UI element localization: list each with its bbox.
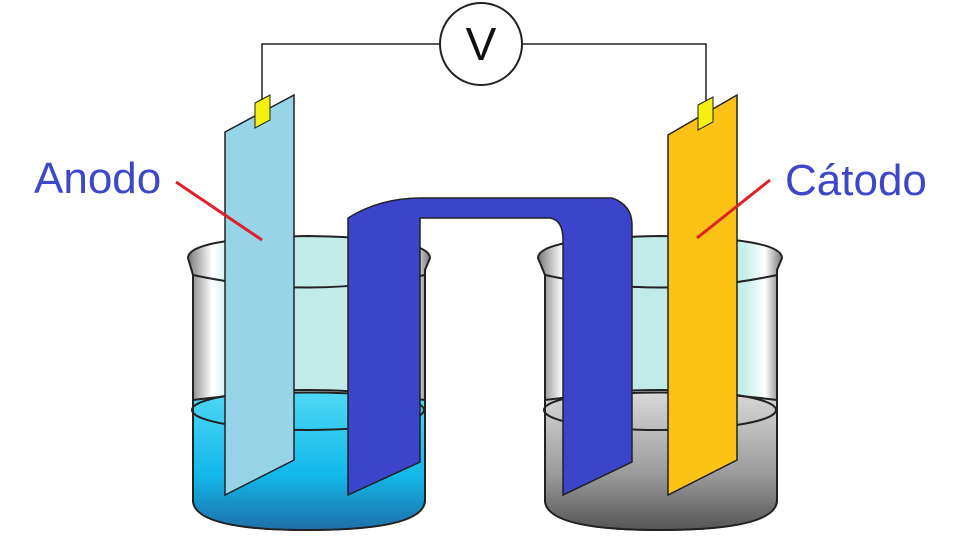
cathode-clip bbox=[697, 96, 714, 131]
voltmeter-symbol: V bbox=[466, 18, 497, 70]
salt-bridge bbox=[347, 197, 633, 497]
external-circuit-wire bbox=[261, 43, 707, 104]
cathode-label: Cátodo bbox=[785, 156, 927, 205]
anode-electrode bbox=[224, 93, 295, 497]
voltmeter bbox=[439, 2, 523, 86]
cathode-pointer-line bbox=[696, 178, 771, 240]
anode-pointer-line bbox=[175, 180, 263, 242]
cathode-electrode bbox=[667, 93, 738, 497]
anode-label: Anodo bbox=[34, 154, 162, 203]
anode-clip bbox=[254, 94, 271, 129]
